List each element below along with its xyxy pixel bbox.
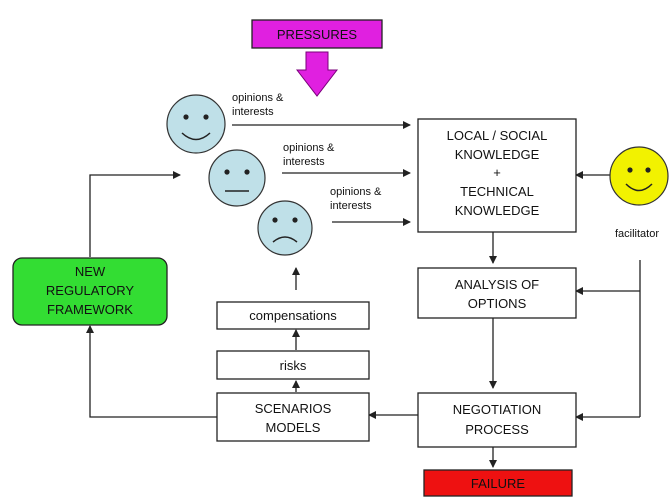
pressures-arrow xyxy=(295,51,339,97)
neutral-face-icon xyxy=(208,149,266,207)
opinion-label-3-line-1: opinions & xyxy=(330,186,382,198)
knowledge-label-line-4: TECHNICAL xyxy=(460,184,534,199)
sad-face-icon xyxy=(257,200,313,256)
regulatory-box xyxy=(12,257,168,326)
regulatory-node: NEW REGULATORY FRAMEWORK xyxy=(12,257,168,326)
opinion-label-2-line-2: interests xyxy=(283,156,325,168)
negotiation-node: NEGOTIATION PROCESS xyxy=(417,392,577,448)
analysis-label-line-2: OPTIONS xyxy=(468,296,527,311)
negotiation-box xyxy=(417,392,577,448)
negotiation-label-line-2: PROCESS xyxy=(465,422,529,437)
scenarios-node: SCENARIOS MODELS xyxy=(216,392,370,442)
analysis-node: ANALYSIS OF OPTIONS xyxy=(417,267,577,319)
regulatory-label-line-2: REGULATORY xyxy=(46,283,134,298)
negotiation-label-line-1: NEGOTIATION xyxy=(453,402,542,417)
knowledge-label-line-2: KNOWLEDGE xyxy=(455,147,540,162)
knowledge-label-line-3: + xyxy=(493,165,501,180)
opinion-label-1-line-1: opinions & xyxy=(232,92,284,104)
pressures-node: PRESSURES xyxy=(251,19,383,97)
scenarios-label-line-1: SCENARIOS xyxy=(255,401,332,416)
regulatory-label-line-1: NEW xyxy=(75,264,106,279)
opinion-label-3-line-2: interests xyxy=(330,200,372,212)
analysis-label-line-1: ANALYSIS OF xyxy=(455,277,539,292)
risks-label: risks xyxy=(280,358,307,373)
facilitator-face-icon xyxy=(609,146,669,206)
risks-node: risks xyxy=(216,350,370,380)
regulatory-label-line-3: FRAMEWORK xyxy=(47,302,133,317)
risks-box xyxy=(216,350,370,380)
facilitator-label: facilitator xyxy=(615,228,659,240)
knowledge-box xyxy=(417,118,577,233)
compensations-label: compensations xyxy=(249,308,337,323)
pressures-box xyxy=(251,19,383,49)
knowledge-label-line-5: KNOWLEDGE xyxy=(455,203,540,218)
happy-face-icon xyxy=(166,94,226,154)
compensations-box xyxy=(216,301,370,330)
analysis-box xyxy=(417,267,577,319)
connectors xyxy=(86,121,641,468)
failure-node: FAILURE xyxy=(423,469,573,497)
scenarios-label-line-2: MODELS xyxy=(266,420,321,435)
pressures-label: PRESSURES xyxy=(277,27,358,42)
arrow-scenarios-regulatory xyxy=(86,325,217,418)
knowledge-node: LOCAL / SOCIAL KNOWLEDGE + TECHNICAL KNO… xyxy=(417,118,577,233)
knowledge-label-line-1: LOCAL / SOCIAL xyxy=(447,128,548,143)
opinion-label-1-line-2: interests xyxy=(232,106,274,118)
failure-label: FAILURE xyxy=(471,476,526,491)
opinion-label-2-line-1: opinions & xyxy=(283,142,335,154)
arrow-regulatory-faces xyxy=(89,171,181,257)
scenarios-box xyxy=(216,392,370,442)
compensations-node: compensations xyxy=(216,301,370,330)
failure-box xyxy=(423,469,573,497)
